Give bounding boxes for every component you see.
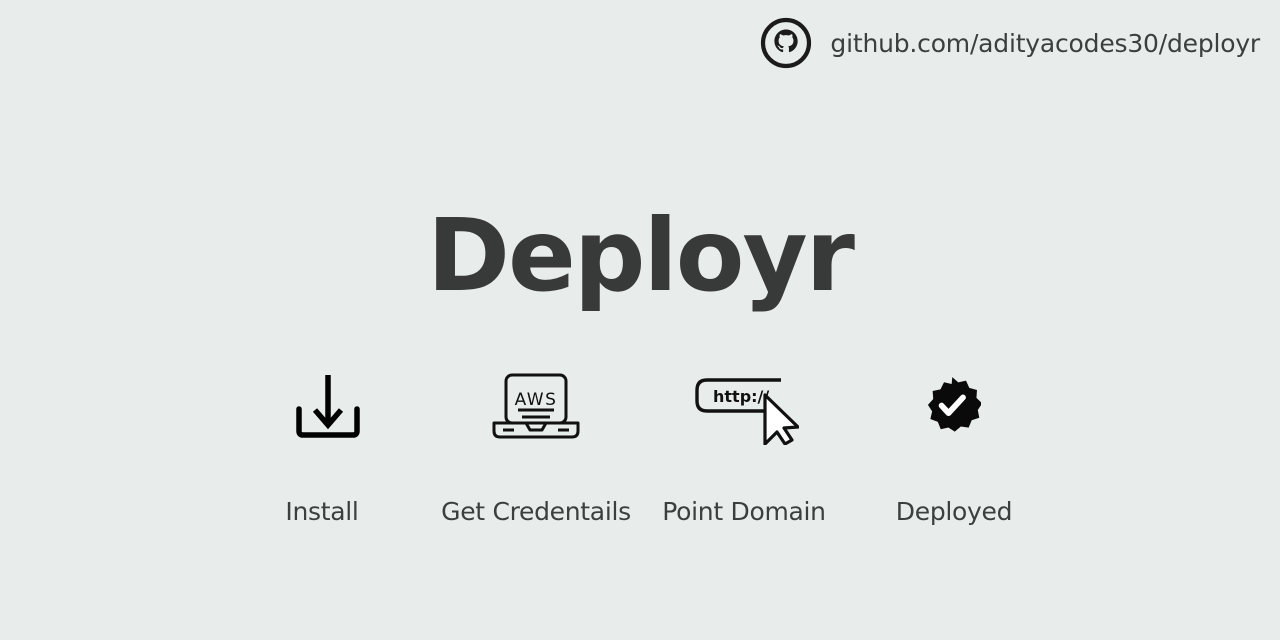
- page-title: Deployr: [427, 197, 855, 314]
- steps-row: Install AWS Get Credentails http://: [224, 365, 1056, 526]
- svg-text:AWS: AWS: [515, 390, 558, 410]
- step-get-credentials: AWS Get Credentails: [432, 365, 640, 526]
- aws-laptop-icon: AWS: [490, 365, 582, 445]
- download-icon: [293, 365, 363, 445]
- repo-url-text[interactable]: github.com/adityacodes30/deployr: [830, 28, 1260, 58]
- step-label: Deployed: [895, 497, 1013, 526]
- header: github.com/adityacodes30/deployr: [760, 17, 1260, 69]
- step-install: Install: [224, 365, 432, 526]
- step-label: Install: [285, 497, 359, 526]
- url-bar-cursor-icon: http://: [689, 365, 799, 445]
- step-label: Point Domain: [662, 497, 826, 526]
- step-deployed: Deployed: [848, 365, 1056, 526]
- github-icon[interactable]: [760, 17, 812, 69]
- verified-badge-icon: [923, 365, 981, 445]
- step-point-domain: http:// Point Domain: [640, 365, 848, 526]
- step-label: Get Credentails: [441, 497, 631, 526]
- svg-text:http://: http://: [713, 387, 769, 406]
